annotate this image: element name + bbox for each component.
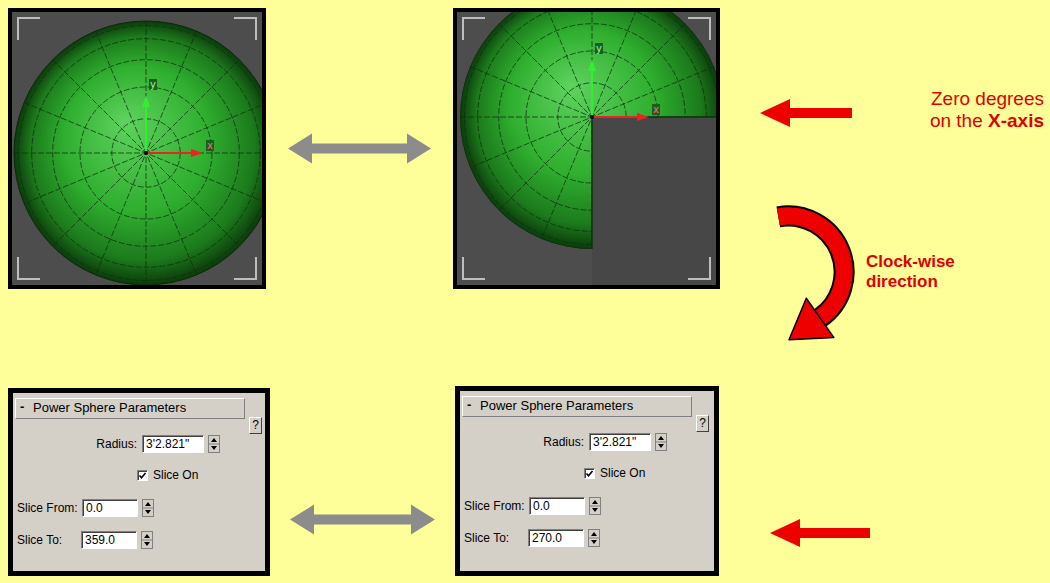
field-label: Radius: <box>520 435 584 449</box>
spinner-arrows <box>208 435 220 453</box>
double-arrow <box>288 134 431 164</box>
viewport-corners <box>463 18 710 279</box>
value-field: 359.0 <box>81 531 137 549</box>
viewport-window: yx <box>453 8 720 289</box>
axis-label: y <box>595 43 603 54</box>
rollout-minus: - <box>20 400 24 414</box>
check-mark <box>585 469 594 478</box>
spinner <box>589 497 601 515</box>
axis-label: x <box>652 104 660 115</box>
help-button: ? <box>249 417 262 434</box>
checkbox <box>137 470 148 481</box>
axis-gizmo <box>142 95 203 157</box>
parameter-rollout: -Power Sphere Parameters? Radius: 3'2.821"… <box>8 388 270 576</box>
spinner <box>142 499 154 517</box>
slice-edge <box>592 116 716 118</box>
value-field: 0.0 <box>529 497 585 515</box>
checkbox-label: Slice On <box>153 468 198 482</box>
spinner-arrows <box>588 529 600 547</box>
sphere <box>14 21 262 285</box>
note-block: Zero degrees on theX-axis <box>909 88 1044 133</box>
spinner-arrows <box>142 499 154 517</box>
value-field: 3'2.821" <box>589 433 651 451</box>
field-label: Slice To: <box>464 531 509 545</box>
note-text: Clock-wise direction <box>866 252 955 291</box>
viewport-corners <box>18 18 256 279</box>
field-label: Slice From: <box>17 501 78 515</box>
sphere-wireframe <box>460 12 716 249</box>
value-field: 3'2.821" <box>142 435 204 453</box>
sphere-wireframe <box>14 21 262 285</box>
slice-edge <box>591 117 593 249</box>
sliced-sphere-view <box>457 0 724 285</box>
full-sphere-view <box>12 12 278 285</box>
axis-label: x <box>206 140 214 151</box>
rollout-title: Power Sphere Parameters <box>480 399 633 413</box>
spinner-arrows <box>589 497 601 515</box>
axis-gizmo <box>588 59 649 121</box>
field-label: Slice From: <box>464 499 525 513</box>
clockwise-arrow <box>778 216 844 340</box>
spinner-arrows <box>655 433 667 451</box>
rollout-minus: - <box>467 398 471 412</box>
spinner <box>655 433 667 451</box>
check-mark <box>138 471 147 480</box>
viewport-window: yx <box>8 8 266 289</box>
spinner-arrows <box>141 531 153 549</box>
checkbox <box>584 468 595 479</box>
pointer-arrow <box>770 519 870 547</box>
parameter-rollout: -Power Sphere Parameters? Radius: 3'2.821"… <box>455 386 719 576</box>
axis-label: y <box>149 79 157 90</box>
spinner <box>141 531 153 549</box>
help-button: ? <box>696 415 709 432</box>
rollout-title: Power Sphere Parameters <box>33 401 186 415</box>
spinner <box>208 435 220 453</box>
note-text: X-axis <box>988 110 1044 131</box>
value-field: 0.0 <box>82 499 138 517</box>
sphere <box>460 12 716 249</box>
field-label: Slice To: <box>17 533 62 547</box>
sliced-quadrant <box>592 117 716 285</box>
spinner <box>588 529 600 547</box>
double-arrow <box>290 505 435 535</box>
field-label: Radius: <box>73 437 137 451</box>
value-field: 270.0 <box>528 529 584 547</box>
note-block: Clock-wise direction <box>866 252 966 292</box>
checkbox-label: Slice On <box>600 466 645 480</box>
pointer-arrow <box>760 99 852 127</box>
